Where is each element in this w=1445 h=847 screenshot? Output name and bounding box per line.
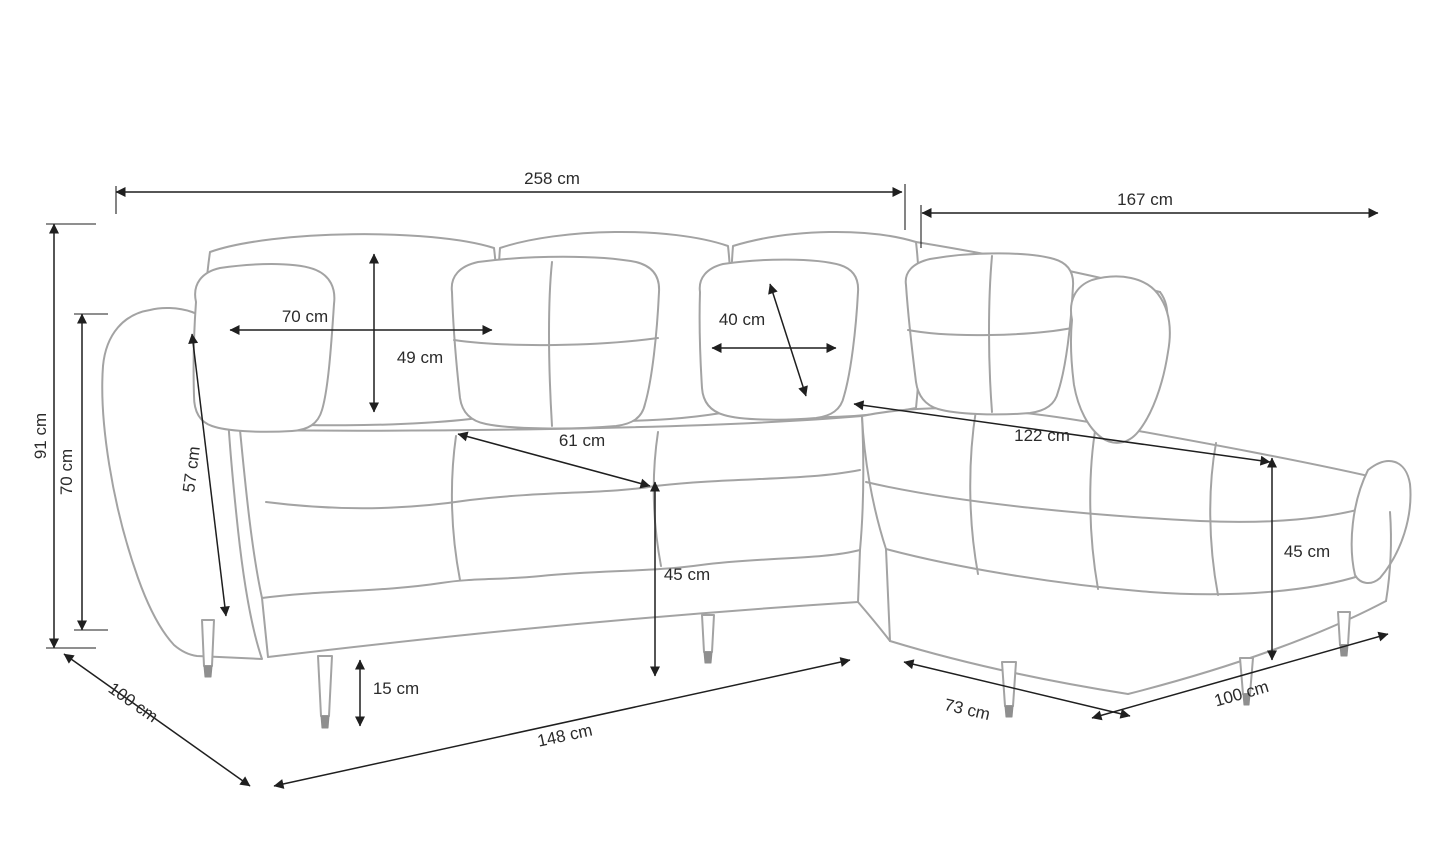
dimension-line-100r [1091, 631, 1389, 721]
dimension-label-258: 258 cm [524, 169, 580, 188]
dimension-overall-width: 258 cm [115, 169, 906, 230]
dimension-back-cushion-height: 49 cm [369, 253, 443, 413]
seat-seam-horizontal [265, 469, 861, 510]
dimension-label-15: 15 cm [373, 679, 419, 698]
dimension-label-70h: 70 cm [282, 307, 328, 326]
seat-chaise [861, 407, 1412, 596]
dimension-seat-cushion-width: 61 cm [457, 431, 651, 489]
pillow-curved-side [1069, 275, 1171, 444]
pillow-middle-seam-h [453, 337, 659, 347]
seat-main-surface [239, 415, 865, 599]
dimension-chaise-depth: 100 cm [1091, 631, 1389, 721]
pillow-middle-seam-v [548, 261, 553, 427]
chaise-base-right-face [1385, 511, 1392, 602]
dimension-chaise-length: 167 cm [920, 190, 1379, 248]
dimension-label-61: 61 cm [559, 431, 605, 450]
dimension-seat-height: 45 cm [650, 481, 710, 677]
legs [201, 611, 1351, 729]
dimension-line-100l [63, 653, 251, 787]
pillow-small-40 [698, 258, 860, 421]
leg-chaise-end [1337, 611, 1351, 646]
dimension-label-91: 91 cm [31, 413, 50, 459]
dimension-line-148 [273, 657, 851, 789]
leg-chaise-front [1001, 661, 1017, 707]
dimension-line-61 [457, 431, 651, 489]
dimension-label-148: 148 cm [536, 721, 594, 751]
dimension-label-167: 167 cm [1117, 190, 1173, 209]
leg-middle [701, 614, 715, 653]
base-corner-join [857, 601, 891, 642]
dimension-leg-height: 15 cm [355, 659, 419, 727]
pillow-left [192, 263, 336, 433]
dimension-chaise-cushion-length: 122 cm [853, 400, 1271, 466]
base-front-bottom [267, 601, 859, 658]
dimension-chaise-front-width: 73 cm [903, 659, 1131, 724]
dimension-line-57 [188, 333, 230, 617]
chaise-seam-horizontal [865, 481, 1391, 523]
base-front-left-edge [261, 597, 269, 658]
chaise-base-left-face [885, 548, 891, 642]
dimension-line-40d [768, 283, 808, 397]
pillow-middle-tufted [450, 255, 661, 430]
leg-front-left-tip [320, 715, 330, 729]
leg-front-left [317, 655, 333, 717]
dimension-label-49: 49 cm [397, 348, 443, 367]
pillow-chaise-seam-v [988, 255, 993, 413]
leg-back-left-tip [203, 665, 213, 678]
dimension-label-73: 73 cm [943, 695, 992, 724]
chaise-end-panel [1350, 460, 1412, 584]
pillow-chaise-seam-h [907, 327, 1073, 337]
dimension-overall-height: 91 cm [31, 223, 96, 649]
dimension-label-45r: 45 cm [1284, 542, 1330, 561]
seat-main [239, 415, 865, 599]
dimension-label-122: 122 cm [1014, 426, 1070, 445]
leg-chaise-front-tip [1004, 705, 1014, 718]
dimension-label-100l: 100 cm [105, 679, 162, 727]
dimension-sofa-depth: 100 cm [63, 653, 251, 787]
dimension-armrest-height: 70 cm [57, 313, 108, 631]
leg-middle-tip [703, 651, 713, 664]
dimension-label-70v: 70 cm [57, 449, 76, 495]
dimension-pillow-width: 40 cm [711, 283, 837, 397]
dimension-back-cushion-width: 70 cm [229, 307, 493, 335]
dimension-label-45m: 45 cm [664, 565, 710, 584]
dimension-label-40: 40 cm [719, 310, 765, 329]
leg-back-left [201, 619, 215, 667]
dimension-chaise-seat-height: 45 cm [1267, 457, 1330, 661]
base-corner-edge [857, 549, 861, 603]
dimension-line-122 [853, 400, 1271, 466]
seat-seam-1 [450, 435, 461, 581]
